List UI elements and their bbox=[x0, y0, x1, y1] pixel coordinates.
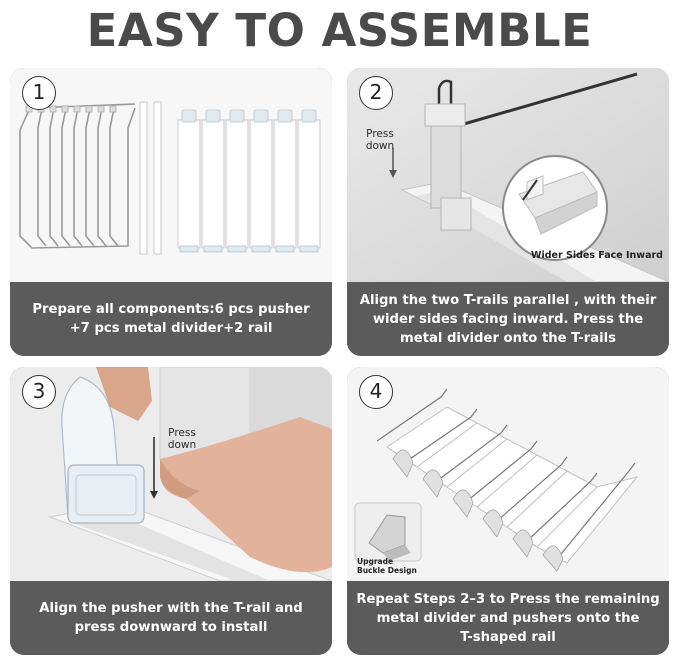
press-down-label: Press down bbox=[167, 427, 197, 451]
caption-line: Align the two T-rails parallel , with th… bbox=[359, 292, 657, 308]
step-4-caption: Repeat Steps 2–3 to Press the remaining … bbox=[347, 581, 669, 655]
step-1-photo bbox=[10, 68, 332, 282]
page-title: EASY TO ASSEMBLE bbox=[86, 4, 593, 57]
callout-label: Wider Sides Face Inward bbox=[531, 250, 663, 261]
step-number-badge: 3 bbox=[22, 375, 56, 409]
caption-line: Align the pusher with the T-rail and bbox=[39, 601, 303, 616]
step-3-caption: Align the pusher with the T-rail and pre… bbox=[10, 581, 332, 655]
step-1-panel: 1 Prepare all components:6 pcs pusher +7… bbox=[10, 68, 332, 356]
step-2-caption: Align the two T-rails parallel , with th… bbox=[347, 282, 669, 356]
caption-line: wider sides facing inward. Press the bbox=[372, 311, 644, 327]
step-number-badge: 4 bbox=[359, 375, 393, 409]
press-down-label: Press down bbox=[365, 128, 395, 152]
caption-line: Repeat Steps 2–3 to Press the remaining bbox=[356, 591, 660, 607]
step-number-badge: 2 bbox=[359, 76, 393, 110]
caption-line: T-shaped rail bbox=[460, 629, 556, 645]
callout-line: Upgrade bbox=[357, 557, 394, 566]
step-4-panel: 4 Upgrade Buckle Design Repeat Steps 2–3… bbox=[347, 367, 669, 655]
step-3-panel: 3 Press down Align the pusher with the T… bbox=[10, 367, 332, 655]
caption-line: Prepare all components:6 pcs pusher bbox=[32, 302, 310, 317]
step-number-badge: 1 bbox=[22, 76, 56, 110]
step-2-photo bbox=[347, 68, 669, 282]
step-2-panel: 2 Press down Wider Sides Face Inward Ali… bbox=[347, 68, 669, 356]
step-3-photo bbox=[10, 367, 332, 581]
caption-line: +7 pcs metal divider+2 rail bbox=[69, 321, 273, 336]
callout-line: Buckle Design bbox=[357, 566, 417, 575]
caption-line: metal divider onto the T-rails bbox=[399, 330, 616, 346]
caption-line: press downward to install bbox=[74, 620, 268, 635]
step-4-photo bbox=[347, 367, 669, 581]
step-1-caption: Prepare all components:6 pcs pusher +7 p… bbox=[10, 282, 332, 356]
caption-line: metal divider and pushers onto the bbox=[376, 610, 640, 626]
callout-label: Upgrade Buckle Design bbox=[357, 557, 417, 575]
